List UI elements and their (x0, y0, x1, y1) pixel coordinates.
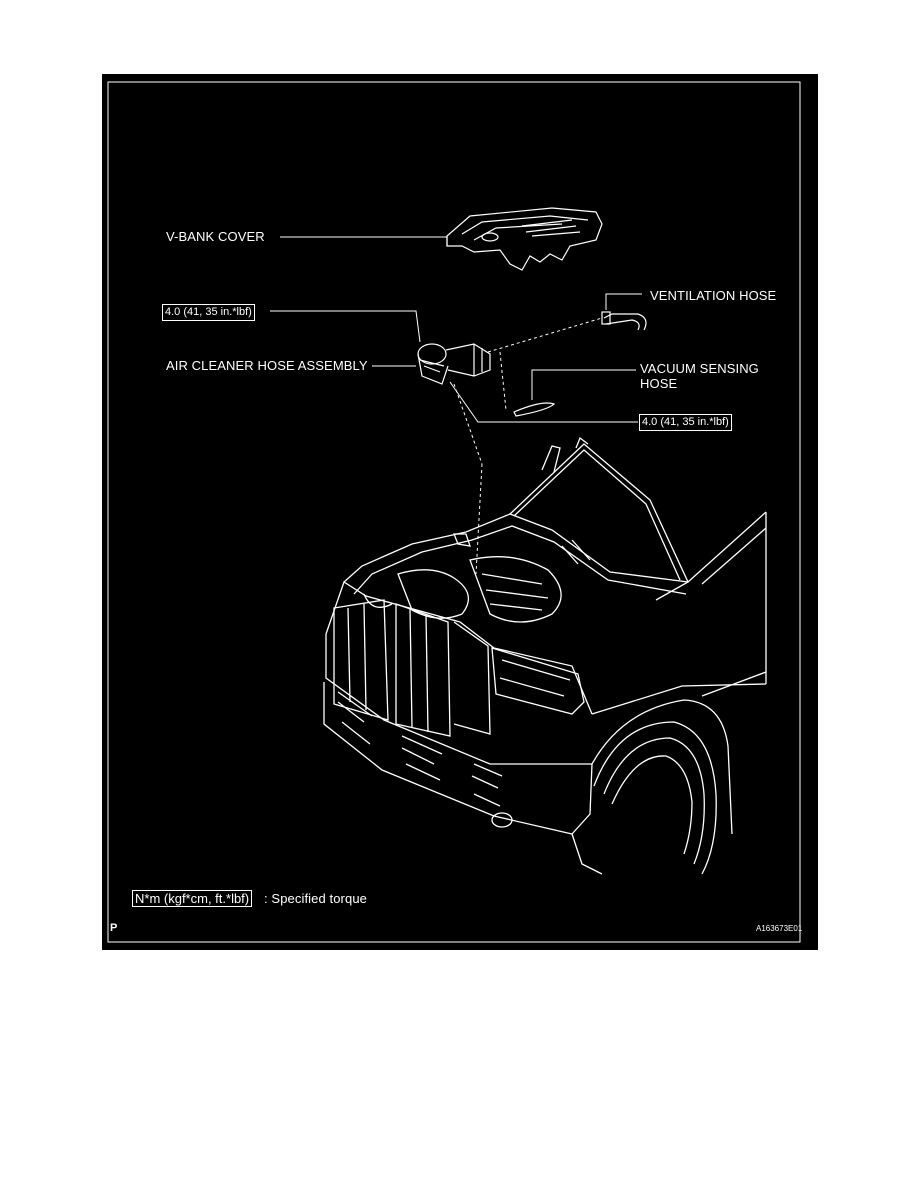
figure-id: A163673E01 (756, 924, 803, 933)
leader-torque-upper (270, 310, 421, 343)
legend-torque-unit: N*m (kgf*cm, ft.*lbf) (132, 890, 253, 907)
label-vacuum-sensing-hose-line1: VACUUM SENSING (640, 361, 759, 376)
ventilation-hose-drawing (601, 311, 647, 331)
diagram-panel: V-BANK COVER VENTILATION HOSE 4.0 (41, 3… (102, 74, 818, 950)
corner-letter: P (110, 922, 118, 934)
air-cleaner-hose-drawing (417, 343, 491, 385)
diagram-artwork (107, 81, 801, 943)
inner-frame (107, 81, 801, 943)
torque-spec-lower: 4.0 (41, 35 in.*lbf) (639, 414, 732, 431)
legend-specified-torque: : Specified torque (264, 891, 367, 906)
label-v-bank-cover: V-BANK COVER (166, 229, 265, 244)
leader-vacuum-sensing-hose (531, 369, 636, 400)
label-vacuum-sensing-hose-line2: HOSE (640, 376, 678, 391)
label-air-cleaner-hose-assembly: AIR CLEANER HOSE ASSEMBLY (166, 358, 368, 373)
label-ventilation-hose: VENTILATION HOSE (650, 288, 777, 303)
torque-spec-upper: 4.0 (41, 35 in.*lbf) (162, 304, 255, 321)
v-bank-cover-drawing (446, 207, 603, 271)
leader-torque-lower (449, 381, 638, 423)
assembly-dashed-lines (453, 317, 603, 575)
truck-front-drawing (323, 436, 767, 875)
leader-ventilation-hose (605, 293, 642, 310)
vacuum-sensing-hose-drawing (513, 402, 556, 417)
